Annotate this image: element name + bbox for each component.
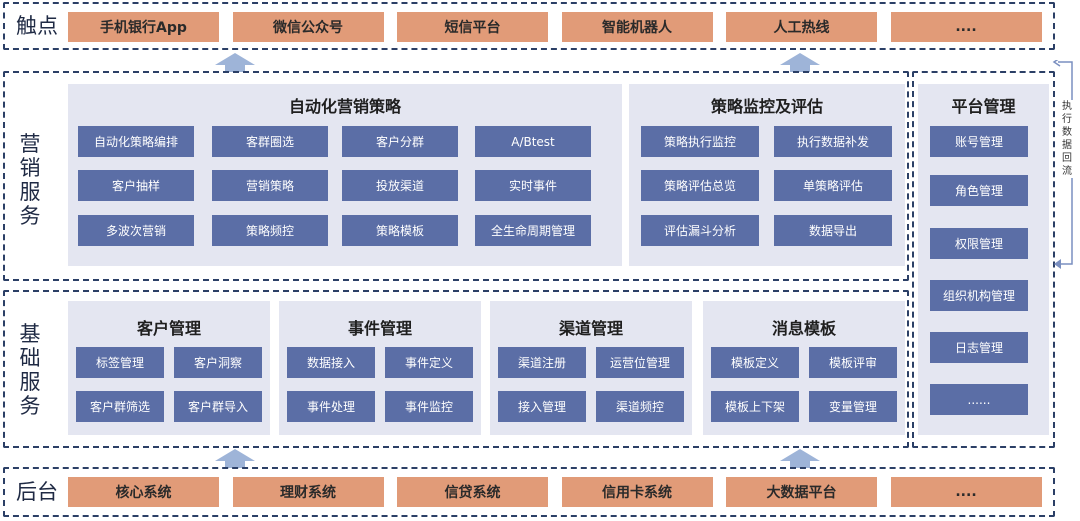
monitoring-item[interactable]: 策略执行监控 [641,126,759,157]
backend-layer-label: 后台 [16,480,58,504]
backend-system-item[interactable]: 大数据平台 [726,477,877,507]
basic-panel-title: 渠道管理 [558,319,623,338]
flow-arrow-stem [790,460,810,468]
basic-panel-item[interactable]: 接入管理 [498,391,586,422]
basic-layer [3,290,909,448]
marketing-label-text: 营销服务 [19,132,41,228]
feedback-label: 执行数据回流 [1060,100,1074,178]
platform-item[interactable]: 日志管理 [930,332,1028,363]
monitoring-panel: 策略监控及评估 策略执行监控执行数据补发策略评估总览单策略评估评估漏斗分析数据导… [629,84,905,266]
automation-item[interactable]: 策略频控 [212,215,328,246]
automation-item[interactable]: 多波次营销 [78,215,194,246]
basic-panel-item[interactable]: 模板定义 [711,347,799,378]
basic-panel-item[interactable]: 客户群导入 [174,391,262,422]
basic-panel-item[interactable]: 模板评审 [809,347,897,378]
basic-panel-item[interactable]: 标签管理 [76,347,164,378]
platform-layer [912,71,1055,448]
automation-panel: 自动化营销策略 自动化策略编排客群圈选客户分群 A/Btest 客户抽样营销策略投放… [68,84,622,266]
backend-system-item[interactable]: 理财系统 [232,477,384,507]
basic-panel-item[interactable]: 渠道注册 [498,347,586,378]
touchpoint-row: 手机银行App 微信公众号短信平台智能机器人人工热线.... [68,12,1043,42]
touchpoint-layer [3,2,1055,50]
automation-item[interactable]: A/Btest [475,126,591,157]
platform-panel-title: 平台管理 [951,97,1016,116]
flow-arrow-up-icon [780,53,820,65]
basic-panel-item[interactable]: 事件处理 [287,391,375,422]
monitoring-item[interactable]: 评估漏斗分析 [641,215,759,246]
monitoring-item[interactable]: 执行数据补发 [774,126,892,157]
platform-item[interactable]: ...... [930,384,1028,415]
basic-panel-item[interactable]: 运营位管理 [596,347,684,378]
flow-arrow-up-icon [780,449,820,461]
basic-panel-item[interactable]: 事件监控 [385,391,473,422]
platform-item[interactable]: 组织机构管理 [930,280,1028,311]
basic-panel-title: 事件管理 [347,319,412,338]
backend-system-item[interactable]: 信用卡系统 [561,477,713,507]
basic-layer-label: 基础服务 [18,322,42,418]
marketing-layer [3,71,909,281]
basic-panel-item[interactable]: 变量管理 [809,391,897,422]
automation-item[interactable]: 投放渠道 [342,170,458,201]
basic-panel-title: 客户管理 [136,319,201,338]
backend-row: 核心系统理财系统信贷系统信用卡系统大数据平台.... [68,477,1043,507]
flow-arrow-stem [225,64,245,72]
basic-panel-title: 消息模板 [771,319,836,338]
platform-item[interactable]: 角色管理 [930,175,1028,206]
basic-panel: 渠道管理渠道注册运营位管理接入管理渠道频控 [490,301,692,435]
automation-item[interactable]: 实时事件 [475,170,591,201]
flow-arrow-up-icon [215,53,255,65]
touchpoint-item[interactable]: 人工热线 [726,12,877,42]
basic-panel-item[interactable]: 事件定义 [385,347,473,378]
touchpoint-item[interactable]: 微信公众号 [232,12,384,42]
automation-item[interactable]: 客户分群 [342,126,458,157]
automation-item[interactable]: 自动化策略编排 [78,126,194,157]
automation-item[interactable]: 全生命周期管理 [475,215,591,246]
automation-item[interactable]: 客群圈选 [212,126,328,157]
automation-panel-title: 自动化营销策略 [288,97,401,116]
monitoring-item[interactable]: 数据导出 [774,215,892,246]
basic-panel: 客户管理标签管理客户洞察客户群筛选客户群导入 [68,301,270,435]
basic-panel: 事件管理数据接入事件定义事件处理事件监控 [279,301,481,435]
touchpoint-layer-label: 触点 [16,14,58,38]
monitoring-item[interactable]: 策略评估总览 [641,170,759,201]
backend-system-item[interactable]: 信贷系统 [397,477,548,507]
flow-arrow-up-icon [215,449,255,461]
automation-item[interactable]: 客户抽样 [78,170,194,201]
monitoring-item[interactable]: 单策略评估 [774,170,892,201]
touchpoint-item[interactable]: 手机银行App [68,12,219,42]
basic-panel-item[interactable]: 模板上下架 [711,391,799,422]
flow-arrow-stem [790,64,810,72]
basic-panel-item[interactable]: 客户洞察 [174,347,262,378]
flow-arrow-stem [225,460,245,468]
touchpoint-item[interactable]: 短信平台 [397,12,548,42]
marketing-layer-label: 营销服务 [18,132,42,228]
backend-layer [3,467,1055,517]
basic-label-text: 基础服务 [19,322,41,418]
platform-item[interactable]: 权限管理 [930,228,1028,259]
automation-item[interactable]: 营销策略 [212,170,328,201]
monitoring-panel-title: 策略监控及评估 [710,97,823,116]
automation-item[interactable]: 策略模板 [342,215,458,246]
platform-panel: 平台管理 账号管理角色管理权限管理组织机构管理日志管理...... [918,84,1049,435]
basic-panel: 消息模板模板定义模板评审模板上下架变量管理 [703,301,905,435]
backend-system-item[interactable]: .... [890,477,1042,507]
basic-panel-item[interactable]: 数据接入 [287,347,375,378]
basic-panel-item[interactable]: 客户群筛选 [76,391,164,422]
touchpoint-item[interactable]: .... [890,12,1042,42]
touchpoint-item[interactable]: 智能机器人 [561,12,713,42]
backend-system-item[interactable]: 核心系统 [68,477,219,507]
basic-panel-item[interactable]: 渠道频控 [596,391,684,422]
platform-item[interactable]: 账号管理 [930,126,1028,157]
